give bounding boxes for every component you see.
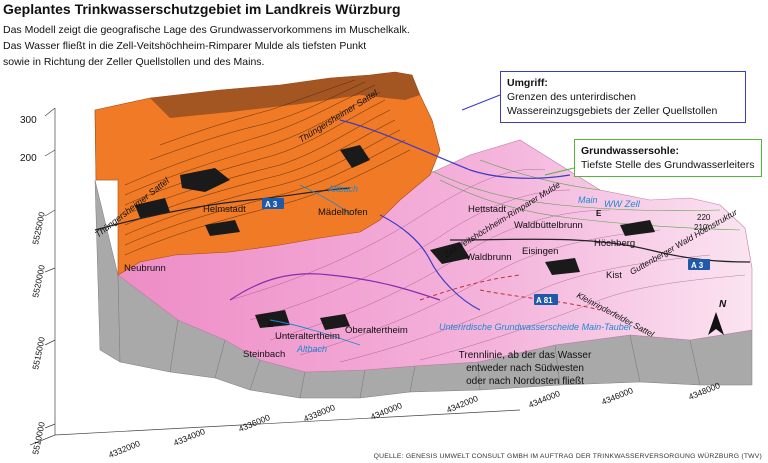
e-label-2: E [268, 320, 274, 329]
contour-lines-green [429, 159, 741, 231]
umgriff-callout: Umgriff: Grenzen des unterirdischen Wass… [500, 71, 746, 123]
feature-scheide: Unterirdische Grundwasserscheide Main-Ta… [439, 322, 633, 332]
place-waldbrunn: Waldbrunn [466, 252, 512, 263]
place-neubrunn: Neubrunn [124, 263, 166, 274]
z-tick-label: 300 [20, 115, 37, 126]
contour-value-labels: 220 210 [694, 213, 711, 232]
intro-line: sowie in Richtung der Zeller Quellstolle… [3, 56, 265, 68]
y-tick-label: 5520000 [30, 264, 47, 299]
x-tick-label: 4336000 [237, 412, 272, 434]
place-steinbach: Steinbach [243, 349, 285, 360]
place-maedelhofen: Mädelhofen [318, 207, 368, 218]
intro-text: Das Modell zeigt die geografische Lage d… [3, 22, 410, 70]
contour-210: 210 [694, 223, 708, 232]
depressions [135, 145, 655, 330]
place-hettstadt: Hettstadt [468, 204, 506, 215]
sohle-title: Grundwassersohle: [581, 145, 680, 157]
back-ridge [150, 72, 420, 118]
intro-line: Das Wasser fließt in die Zell-Veitshöchh… [3, 40, 367, 52]
umgriff-line [339, 119, 571, 311]
umgriff-text: Grenzen des unterirdischen Wassereinzugs… [507, 91, 718, 117]
axis-frame [29, 107, 521, 446]
x-tick-label: 4332000 [107, 438, 142, 460]
sohle-text: Tiefste Stelle des Grundwasserleiters [581, 159, 755, 171]
a81-shield [534, 294, 558, 305]
place-oberaltertheim: Oberaltertheim [345, 325, 408, 336]
a3-east-label: A 3 [691, 261, 704, 270]
sohle-callout: Grundwassersohle: Tiefste Stelle des Gru… [574, 139, 762, 177]
terrain-walls [94, 109, 753, 399]
rivers [269, 184, 361, 346]
place-kist: Kist [606, 270, 622, 281]
a81-label: A 81 [536, 296, 553, 305]
a3-west-label: A 3 [265, 200, 278, 209]
page-title: Geplantes Trinkwasserschutzgebiet im Lan… [3, 1, 401, 17]
place-helmstadt: Helmstadt [203, 204, 246, 215]
z-tick-label: 200 [20, 153, 37, 164]
contour-lines-orange [124, 79, 411, 256]
a3-west-shield [262, 198, 284, 209]
road-shields: A 3 A 3 A 81 E E [262, 198, 710, 329]
north-arrow-icon [708, 312, 724, 335]
y-tick-label: 5525000 [30, 211, 47, 246]
umgriff-title: Umgriff: [507, 77, 548, 89]
place-labels: Helmstadt Mädelhofen Neubrunn Hettstadt … [124, 199, 641, 360]
place-ww-zell: WW Zell [604, 199, 641, 210]
north-label: N [719, 299, 727, 310]
intro-line: Das Modell zeigt die geografische Lage d… [3, 24, 410, 36]
feature-altbach-1: Altbach [327, 184, 358, 194]
x-tick-label: 4346000 [600, 385, 635, 407]
x-tick-label: 4342000 [445, 393, 480, 415]
place-unteraltertheim: Unteraltertheim [275, 331, 340, 342]
north-arrow: N [708, 299, 727, 335]
scheide-line [229, 273, 441, 301]
orange-plateau [94, 71, 441, 276]
y-tick-label: 5510000 [30, 421, 47, 456]
place-waldbuettelbrunn: Waldbüttelbrunn [514, 220, 583, 231]
contour-220: 220 [697, 213, 711, 222]
feature-altbach-2: Altbach [296, 344, 327, 354]
x-tick-label: 4344000 [527, 388, 562, 410]
place-hoechberg: Höchberg [594, 238, 635, 249]
trennlinie-annotation: Trennlinie, ab der das Wasser entweder n… [458, 350, 592, 387]
x-tick-label: 4340000 [369, 400, 404, 422]
place-eisingen: Eisingen [522, 246, 558, 257]
y-tick-label: 5515000 [30, 336, 47, 371]
y-axis: 5525000 5520000 5515000 5510000 [30, 211, 47, 456]
z-axis: 300 200 [20, 115, 37, 164]
a3-east-shield [688, 259, 710, 270]
callout-leaders [461, 94, 575, 176]
e-label-1: E [596, 209, 602, 218]
source-credit: QUELLE: GENESIS UMWELT CONSULT GMBH IM A… [373, 453, 762, 460]
x-tick-label: 4334000 [172, 426, 207, 448]
feature-main: Main [578, 195, 598, 205]
